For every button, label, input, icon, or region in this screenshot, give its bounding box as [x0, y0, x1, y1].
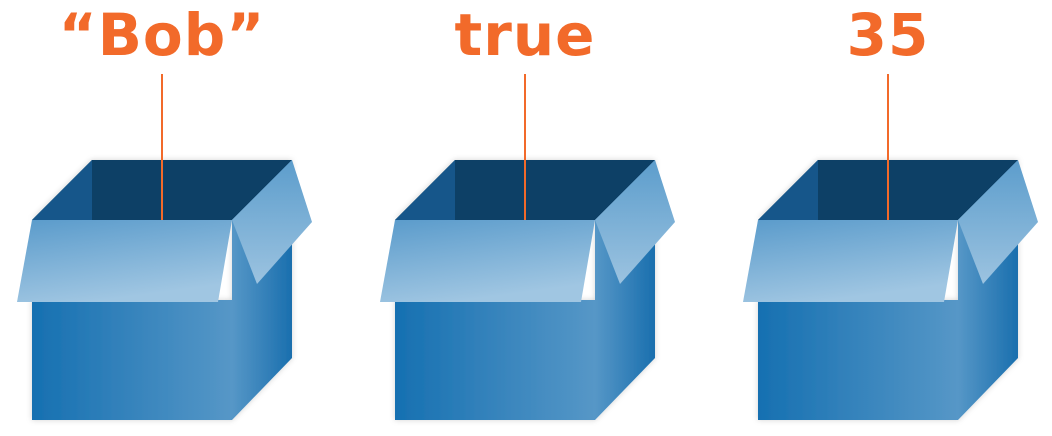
- open-box-icon: [743, 74, 1038, 420]
- variable-box-3: 35: [726, 0, 1052, 436]
- box-label-35: 35: [846, 1, 930, 69]
- box-label-true: true: [454, 1, 596, 69]
- open-box-icon: [17, 74, 312, 420]
- open-box-icon: [380, 74, 675, 420]
- variable-box-1: “Bob”: [0, 0, 330, 436]
- box-label-bob: “Bob”: [58, 1, 266, 69]
- variable-box-2: true: [363, 0, 693, 436]
